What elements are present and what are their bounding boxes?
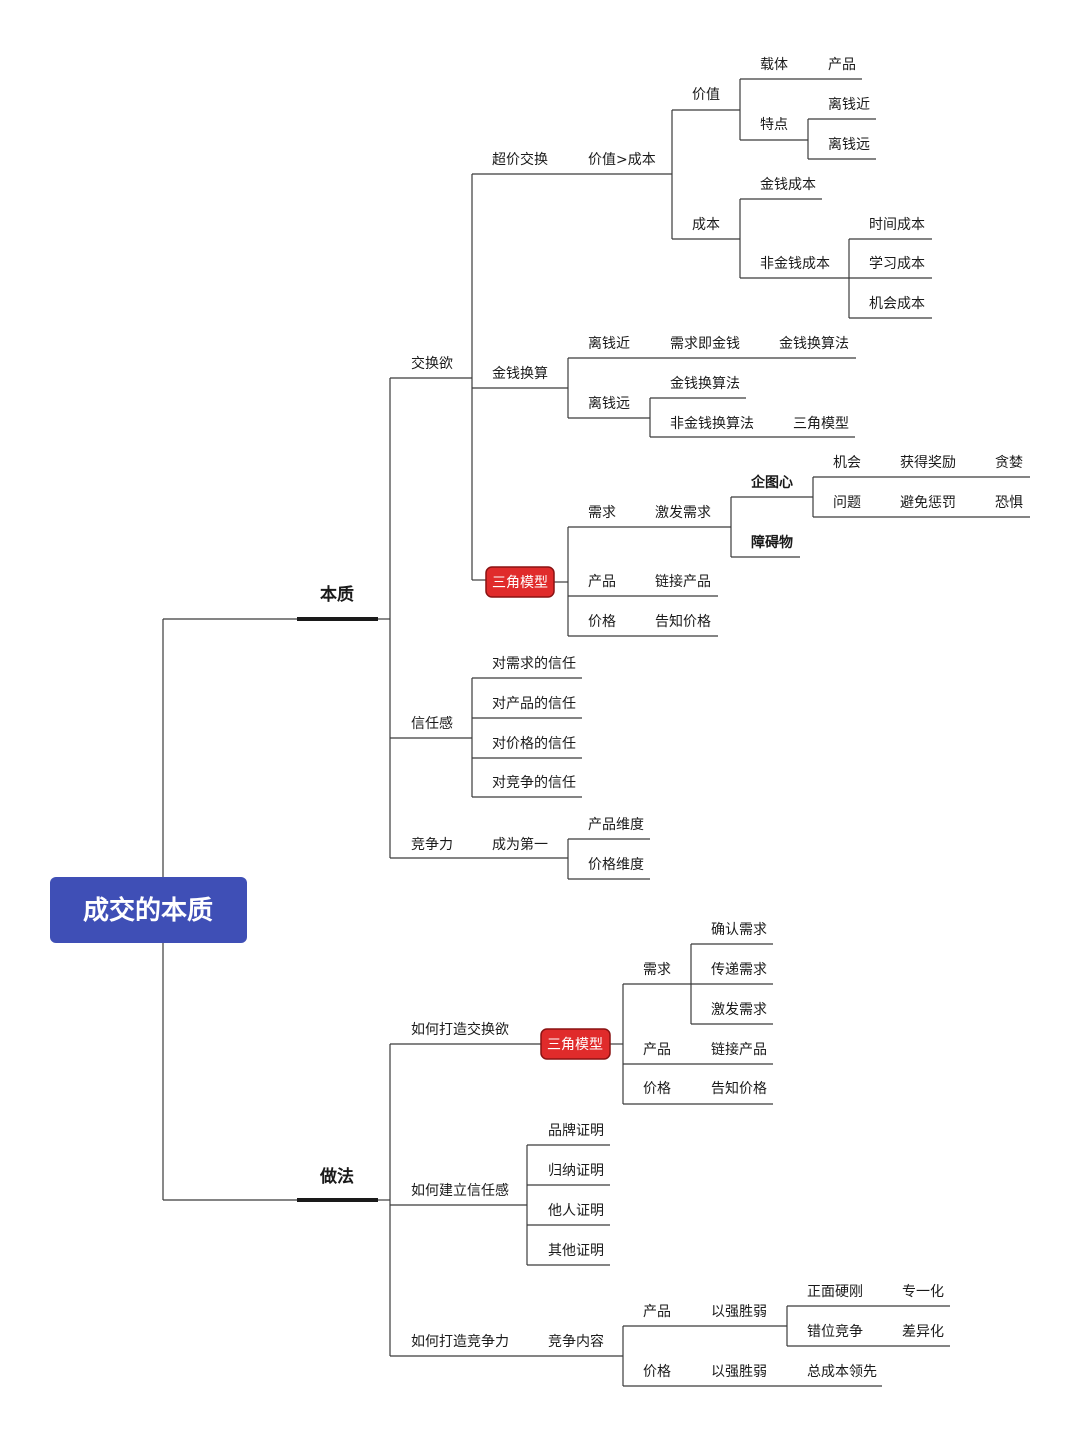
node-cjjh: 超价交换 bbox=[492, 151, 548, 168]
node-jiage2: 价格 bbox=[643, 1081, 671, 1097]
node-hdjl: 获得奖励 bbox=[900, 454, 956, 471]
node-lqj1: 离钱近 bbox=[828, 96, 870, 113]
node-zaiti: 载体 bbox=[760, 57, 788, 73]
node-chengben: 成本 bbox=[692, 217, 720, 233]
node-labels: 成交的本质本质做法交换欲超价交换价值>成本价值载体产品特点离钱近离钱远成本金钱成… bbox=[50, 57, 1023, 1380]
node-yqsr1: 以强胜弱 bbox=[711, 1304, 767, 1320]
node-sjcb: 时间成本 bbox=[869, 217, 925, 233]
node-rhdzjhy: 如何打造交换欲 bbox=[411, 1021, 509, 1038]
node-ppzm: 品牌证明 bbox=[548, 1122, 604, 1139]
node-jiage3: 价格 bbox=[643, 1364, 671, 1380]
node-djgdxr: 对价格的信任 bbox=[492, 736, 576, 752]
node-qtx: 企图心 bbox=[750, 474, 793, 491]
node-jhy: 交换欲 bbox=[411, 355, 453, 372]
node-chanpin1: 产品 bbox=[828, 57, 856, 73]
node-jfxq2: 激发需求 bbox=[711, 1001, 767, 1018]
node-tedian: 特点 bbox=[760, 117, 788, 133]
node-jqhsf2: 金钱换算法 bbox=[670, 375, 740, 392]
branch-zuofa: 做法 bbox=[319, 1166, 354, 1187]
node-zcbl: 总成本领先 bbox=[807, 1364, 877, 1380]
node-cdxq: 传递需求 bbox=[711, 962, 767, 978]
node-kongju: 恐惧 bbox=[995, 495, 1023, 511]
node-rhjlxrg: 如何建立信任感 bbox=[411, 1182, 509, 1199]
node-xqjjq: 需求即金钱 bbox=[670, 336, 740, 352]
node-xuqiu2: 需求 bbox=[643, 962, 671, 978]
node-jiage1: 价格 bbox=[588, 614, 616, 630]
node-xrg: 信任感 bbox=[411, 715, 453, 732]
node-zyh: 专一化 bbox=[902, 1284, 944, 1300]
node-xxcb: 学习成本 bbox=[869, 256, 925, 272]
node-trzm: 他人证明 bbox=[548, 1203, 604, 1219]
node-qtzm: 其他证明 bbox=[548, 1243, 604, 1259]
node-jzl: 竞争力 bbox=[411, 836, 453, 853]
branch-benzhi: 本质 bbox=[320, 584, 354, 605]
tag-sanjiao-2-label: 三角模型 bbox=[547, 1037, 603, 1053]
node-jiazhi: 价值 bbox=[692, 87, 720, 103]
node-cwjz: 错位竞争 bbox=[807, 1323, 863, 1340]
node-gzjg2: 告知价格 bbox=[711, 1080, 767, 1097]
node-fjqcb: 非金钱成本 bbox=[760, 256, 830, 272]
node-jqhs: 金钱换算 bbox=[492, 365, 548, 382]
node-jihui: 机会 bbox=[833, 455, 861, 471]
node-jznr: 竞争内容 bbox=[548, 1333, 604, 1350]
node-cpwd: 产品维度 bbox=[588, 817, 644, 833]
node-chanpin2: 产品 bbox=[588, 574, 616, 590]
node-lqj2: 离钱近 bbox=[588, 335, 630, 352]
node-gnzm: 归纳证明 bbox=[548, 1162, 604, 1179]
node-jhcb: 机会成本 bbox=[869, 296, 925, 312]
node-jqcb: 金钱成本 bbox=[760, 177, 816, 193]
node-dxqdxr: 对需求的信任 bbox=[492, 656, 576, 672]
node-djzdxr: 对竞争的信任 bbox=[492, 774, 576, 791]
node-sjmx1: 三角模型 bbox=[793, 416, 849, 432]
root-label: 成交的本质 bbox=[83, 895, 213, 926]
node-zmyg: 正面硬刚 bbox=[807, 1284, 863, 1300]
node-dcpdxr: 对产品的信任 bbox=[492, 696, 576, 712]
node-chanpin3: 产品 bbox=[643, 1042, 671, 1058]
root-node bbox=[50, 877, 247, 943]
node-zhangaiwu: 障碍物 bbox=[751, 534, 793, 551]
node-wenti: 问题 bbox=[833, 495, 861, 511]
node-qrxq: 确认需求 bbox=[711, 922, 767, 938]
node-ljcp1: 链接产品 bbox=[655, 573, 711, 590]
node-gzjg1: 告知价格 bbox=[655, 613, 711, 630]
node-chanpin4: 产品 bbox=[643, 1304, 671, 1320]
node-yqsr2: 以强胜弱 bbox=[711, 1364, 767, 1380]
node-cyh: 差异化 bbox=[902, 1324, 944, 1340]
node-ljcp2: 链接产品 bbox=[711, 1041, 767, 1058]
node-cwdy: 成为第一 bbox=[492, 836, 548, 853]
tag-sanjiao-2 bbox=[540, 1028, 611, 1060]
node-tanlan: 贪婪 bbox=[995, 455, 1023, 471]
node-bmcf: 避免惩罚 bbox=[900, 495, 956, 511]
node-lqy2: 离钱远 bbox=[588, 395, 630, 412]
node-xuqiu1: 需求 bbox=[588, 505, 616, 521]
node-jzcb: 价值>成本 bbox=[588, 152, 656, 168]
node-fjqhsf: 非金钱换算法 bbox=[670, 415, 754, 432]
tag-sanjiao-1 bbox=[485, 566, 555, 598]
node-jfxq1: 激发需求 bbox=[655, 504, 711, 521]
tag-sanjiao-1-label: 三角模型 bbox=[492, 575, 548, 591]
node-jqhsf1: 金钱换算法 bbox=[779, 335, 849, 352]
node-rhdzjzl: 如何打造竞争力 bbox=[411, 1333, 509, 1350]
node-jgwd: 价格维度 bbox=[588, 857, 644, 873]
node-lqy1: 离钱远 bbox=[828, 136, 870, 153]
connector-lines bbox=[162, 78, 1030, 1387]
